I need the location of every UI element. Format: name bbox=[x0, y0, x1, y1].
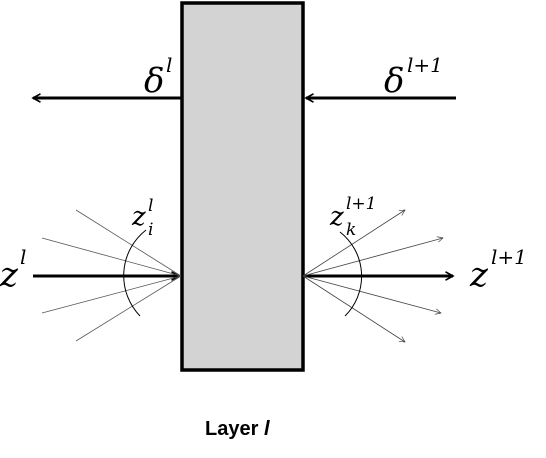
z-left-label: z bbox=[0, 255, 19, 295]
z-k-sup: l+1 bbox=[346, 194, 377, 214]
incoming-fan-line bbox=[41, 275, 182, 314]
z-i-label: z bbox=[131, 202, 146, 232]
z-k-sub: k bbox=[346, 220, 356, 240]
layer-caption: Layer l bbox=[205, 418, 270, 440]
incoming-arc bbox=[123, 229, 147, 317]
delta-right-label: δ bbox=[384, 61, 404, 101]
outgoing-fan-line bbox=[302, 210, 405, 277]
z-i-sup: l bbox=[148, 196, 153, 216]
layer-box bbox=[180, 1, 305, 372]
delta-right-sup: l+1 bbox=[407, 53, 443, 77]
outgoing-fan-line bbox=[302, 238, 443, 277]
outgoing-fan-line bbox=[302, 275, 405, 342]
z-left-sup: l bbox=[20, 245, 26, 269]
incoming-fan-line bbox=[75, 209, 182, 277]
incoming-fan-line bbox=[41, 237, 182, 277]
outgoing-arc bbox=[339, 231, 363, 317]
z-k-label: z bbox=[329, 202, 344, 232]
outgoing-fan-line bbox=[302, 275, 441, 313]
incoming-fan bbox=[41, 209, 182, 342]
delta-left-label: δ bbox=[144, 61, 164, 101]
z-right-label: z bbox=[469, 255, 489, 295]
incoming-fan-line bbox=[75, 275, 182, 342]
outgoing-fan bbox=[302, 210, 443, 342]
z-right-sup: l+1 bbox=[491, 245, 527, 269]
z-i-sub: i bbox=[148, 220, 153, 240]
delta-left-sup: l bbox=[166, 53, 172, 77]
